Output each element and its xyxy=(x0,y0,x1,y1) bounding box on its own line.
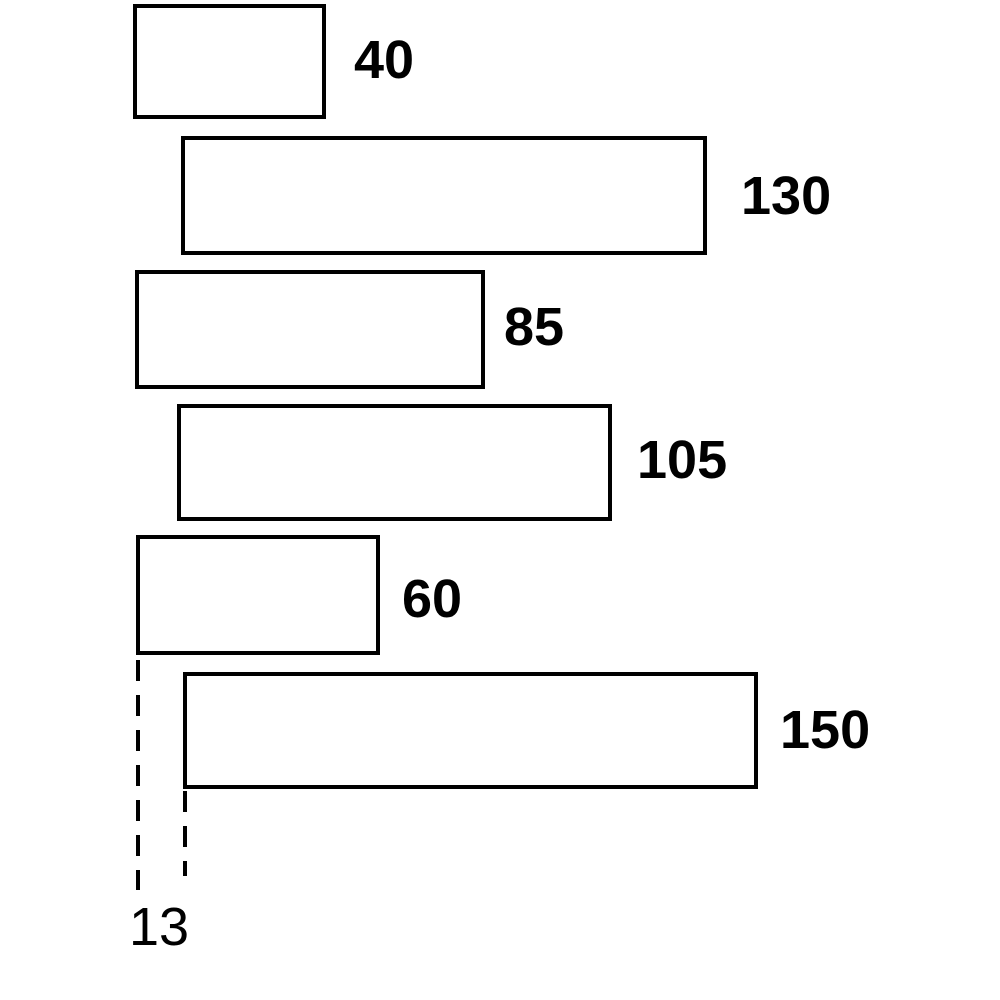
strip-3-value-label: 85 xyxy=(504,297,565,357)
strip-6-value-label: 150 xyxy=(780,700,871,760)
strip-2-value-label: 130 xyxy=(741,166,832,226)
strip-5-value-label: 60 xyxy=(402,569,463,629)
strip-1-value-label: 40 xyxy=(354,30,415,90)
strip-3-rect xyxy=(135,270,485,389)
strip-4-value-label: 105 xyxy=(637,430,728,490)
offset-guide-line-left xyxy=(136,660,140,890)
strip-5-rect xyxy=(136,535,380,655)
offset-value-label: 13 xyxy=(129,897,190,957)
strip-4-rect xyxy=(177,404,612,521)
strip-2-rect xyxy=(181,136,707,255)
strip-6-rect xyxy=(183,672,758,789)
strip-1-rect xyxy=(133,4,326,119)
offset-guide-line-right xyxy=(183,791,187,876)
